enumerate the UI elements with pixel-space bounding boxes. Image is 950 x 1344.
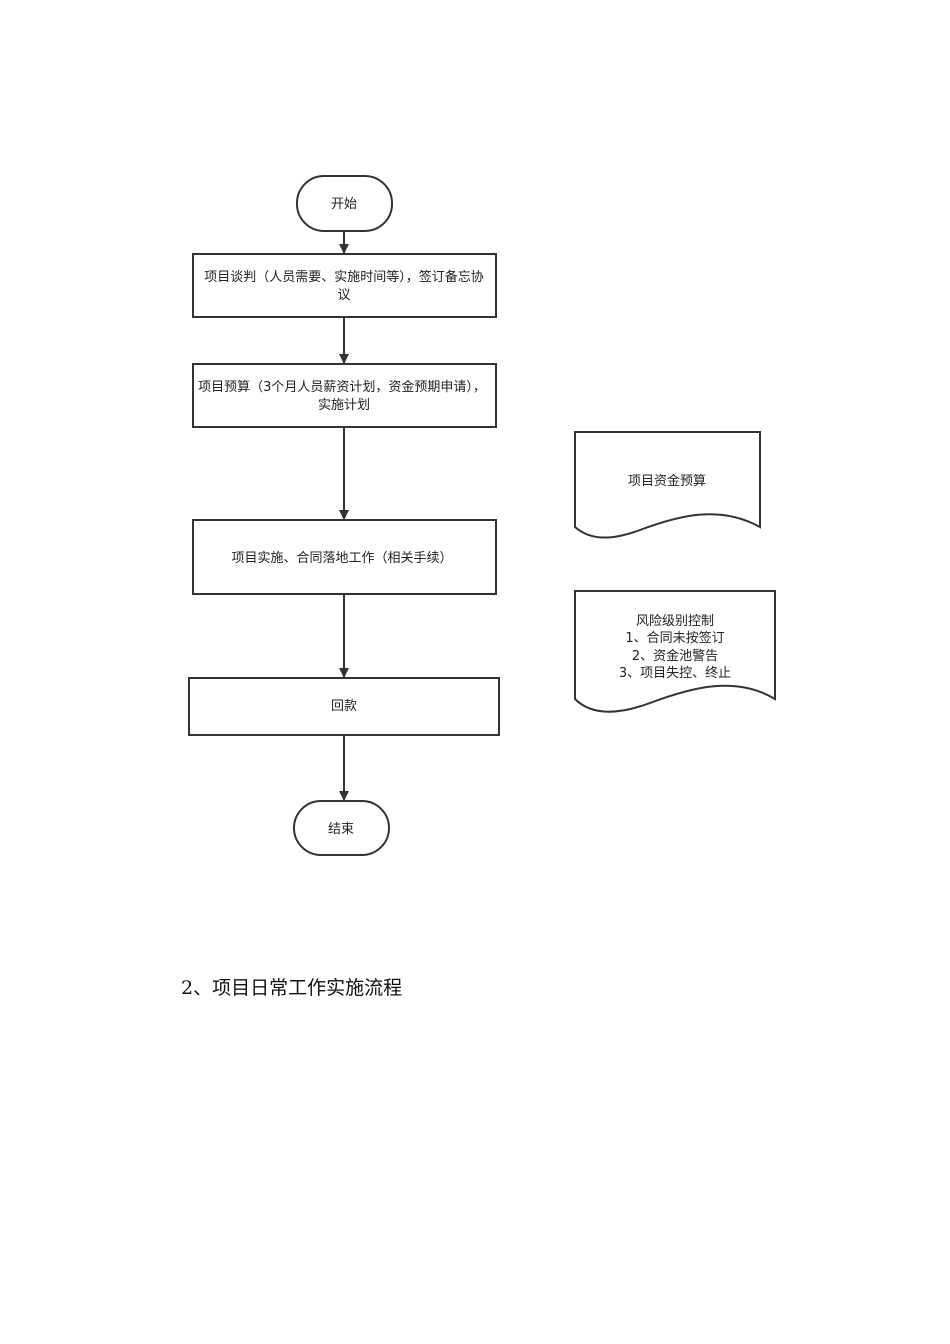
- step1-line-2: 议: [337, 288, 350, 303]
- document2-line-2: 1、合同未按签订: [625, 630, 724, 646]
- process-step-budget: 项目预算（3个月人员薪资计划，资金预期申请）， 实施计划: [192, 363, 497, 428]
- document2-line-3: 2、资金池警告: [632, 648, 718, 664]
- end-terminator: 结束: [293, 800, 390, 856]
- step3-shape: [192, 519, 497, 595]
- section-heading: 2、项目日常工作实施流程: [181, 977, 403, 999]
- document1-line-1: 项目资金预算: [628, 473, 706, 489]
- document1-shape: [574, 431, 761, 539]
- step4-line-1: 回款: [331, 699, 357, 714]
- document-risk-control: 风险级别控制 1、合同未按签订 2、资金池警告 3、项目失控、终止: [574, 590, 776, 713]
- step1-shape: [192, 253, 497, 318]
- document2-line-1: 风险级别控制: [636, 614, 714, 629]
- start-label: 开始: [331, 197, 357, 212]
- step4-shape: [188, 677, 500, 736]
- end-shape: [293, 800, 390, 856]
- process-step-payment: 回款: [188, 677, 500, 736]
- step2-shape: [192, 363, 497, 428]
- end-label: 结束: [328, 822, 354, 837]
- step2-line-2: 实施计划: [318, 398, 370, 413]
- start-shape: [296, 175, 393, 232]
- step1-line-1: 项目谈判（人员需要、实施时间等），签订备忘协: [204, 269, 484, 285]
- document-budget: 项目资金预算: [574, 431, 761, 539]
- document2-shape: [574, 590, 776, 713]
- document2-line-4: 3、项目失控、终止: [619, 665, 731, 681]
- process-step-negotiation: 项目谈判（人员需要、实施时间等），签订备忘协 议: [192, 253, 497, 318]
- start-terminator: 开始: [296, 175, 393, 232]
- process-step-implementation: 项目实施、合同落地工作（相关手续）: [192, 519, 497, 595]
- step2-line-1: 项目预算（3个月人员薪资计划，资金预期申请），: [198, 379, 486, 395]
- step3-line-1: 项目实施、合同落地工作（相关手续）: [231, 551, 452, 566]
